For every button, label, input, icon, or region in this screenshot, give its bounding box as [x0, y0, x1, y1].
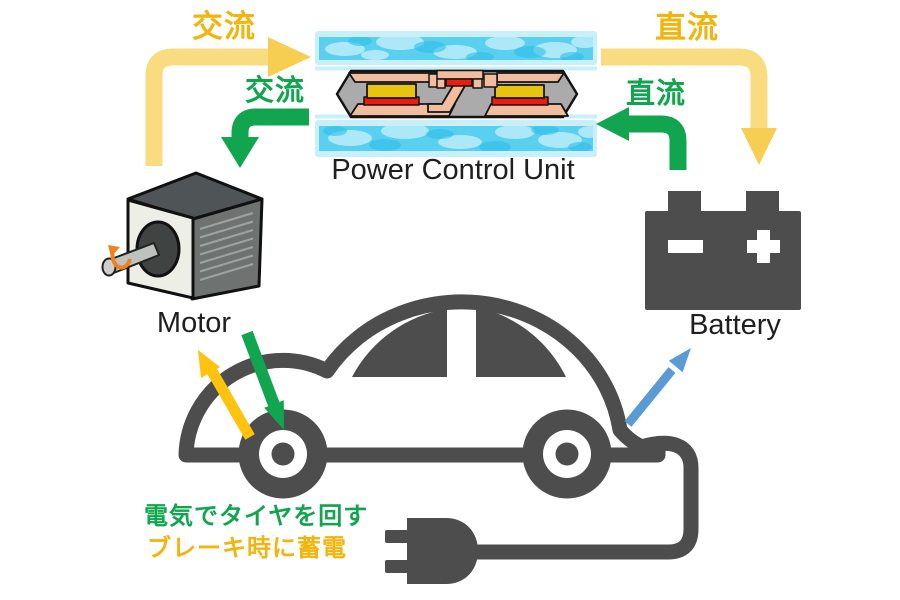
charge-cable: [477, 435, 699, 560]
motor-icon: [101, 171, 264, 301]
car-icon: [178, 294, 699, 584]
ac-label-motor-to-pcu: 交流: [192, 9, 256, 44]
dc-arrow-battery-to-pcu: [596, 107, 687, 170]
ac-arrow-motor-to-pcu: [145, 37, 311, 166]
battery-terminal-left: [668, 191, 701, 213]
motor-label: Motor: [156, 307, 232, 339]
pcu-label: Power Control Unit: [331, 154, 575, 186]
plug-icon: [385, 518, 478, 584]
battery-terminal-right: [746, 191, 779, 213]
regen-arrow-wheel-to-motor: [198, 350, 255, 440]
motor-fins: [199, 212, 254, 281]
pcu-cooler-bottom: [315, 120, 597, 157]
pcu-power-module: [335, 69, 579, 119]
pcu-insulator-strip-top: [315, 66, 597, 71]
pcu-cooler-top: [315, 31, 597, 65]
motor-rotation-arrow: [108, 245, 132, 270]
dc-label-pcu-to-battery: 直流: [655, 10, 719, 45]
battery-plus-sign: [747, 230, 780, 263]
charge-arrow-car-to-battery: [624, 348, 691, 427]
ac-label-pcu-to-motor: 交流: [245, 75, 306, 107]
battery-icon: [645, 191, 801, 310]
ac-arrow-pcu-to-motor: [221, 108, 309, 168]
battery-body: [645, 211, 801, 310]
note-drive: 電気でタイヤを回す: [144, 503, 369, 530]
battery-minus-sign: [668, 240, 703, 253]
battery-label: Battery: [689, 309, 781, 341]
car-front-wheel: [238, 409, 328, 499]
dc-label-battery-to-pcu: 直流: [626, 78, 687, 110]
note-regen: ブレーキ時に蓄電: [147, 535, 347, 562]
pcu-icon: [315, 31, 597, 157]
dc-arrow-pcu-to-battery: [601, 48, 777, 165]
car-rear-window: [476, 307, 566, 377]
car-rear-wheel: [522, 409, 612, 499]
car-front-window: [352, 309, 447, 377]
drive-arrow-motor-to-wheel: [241, 330, 284, 430]
